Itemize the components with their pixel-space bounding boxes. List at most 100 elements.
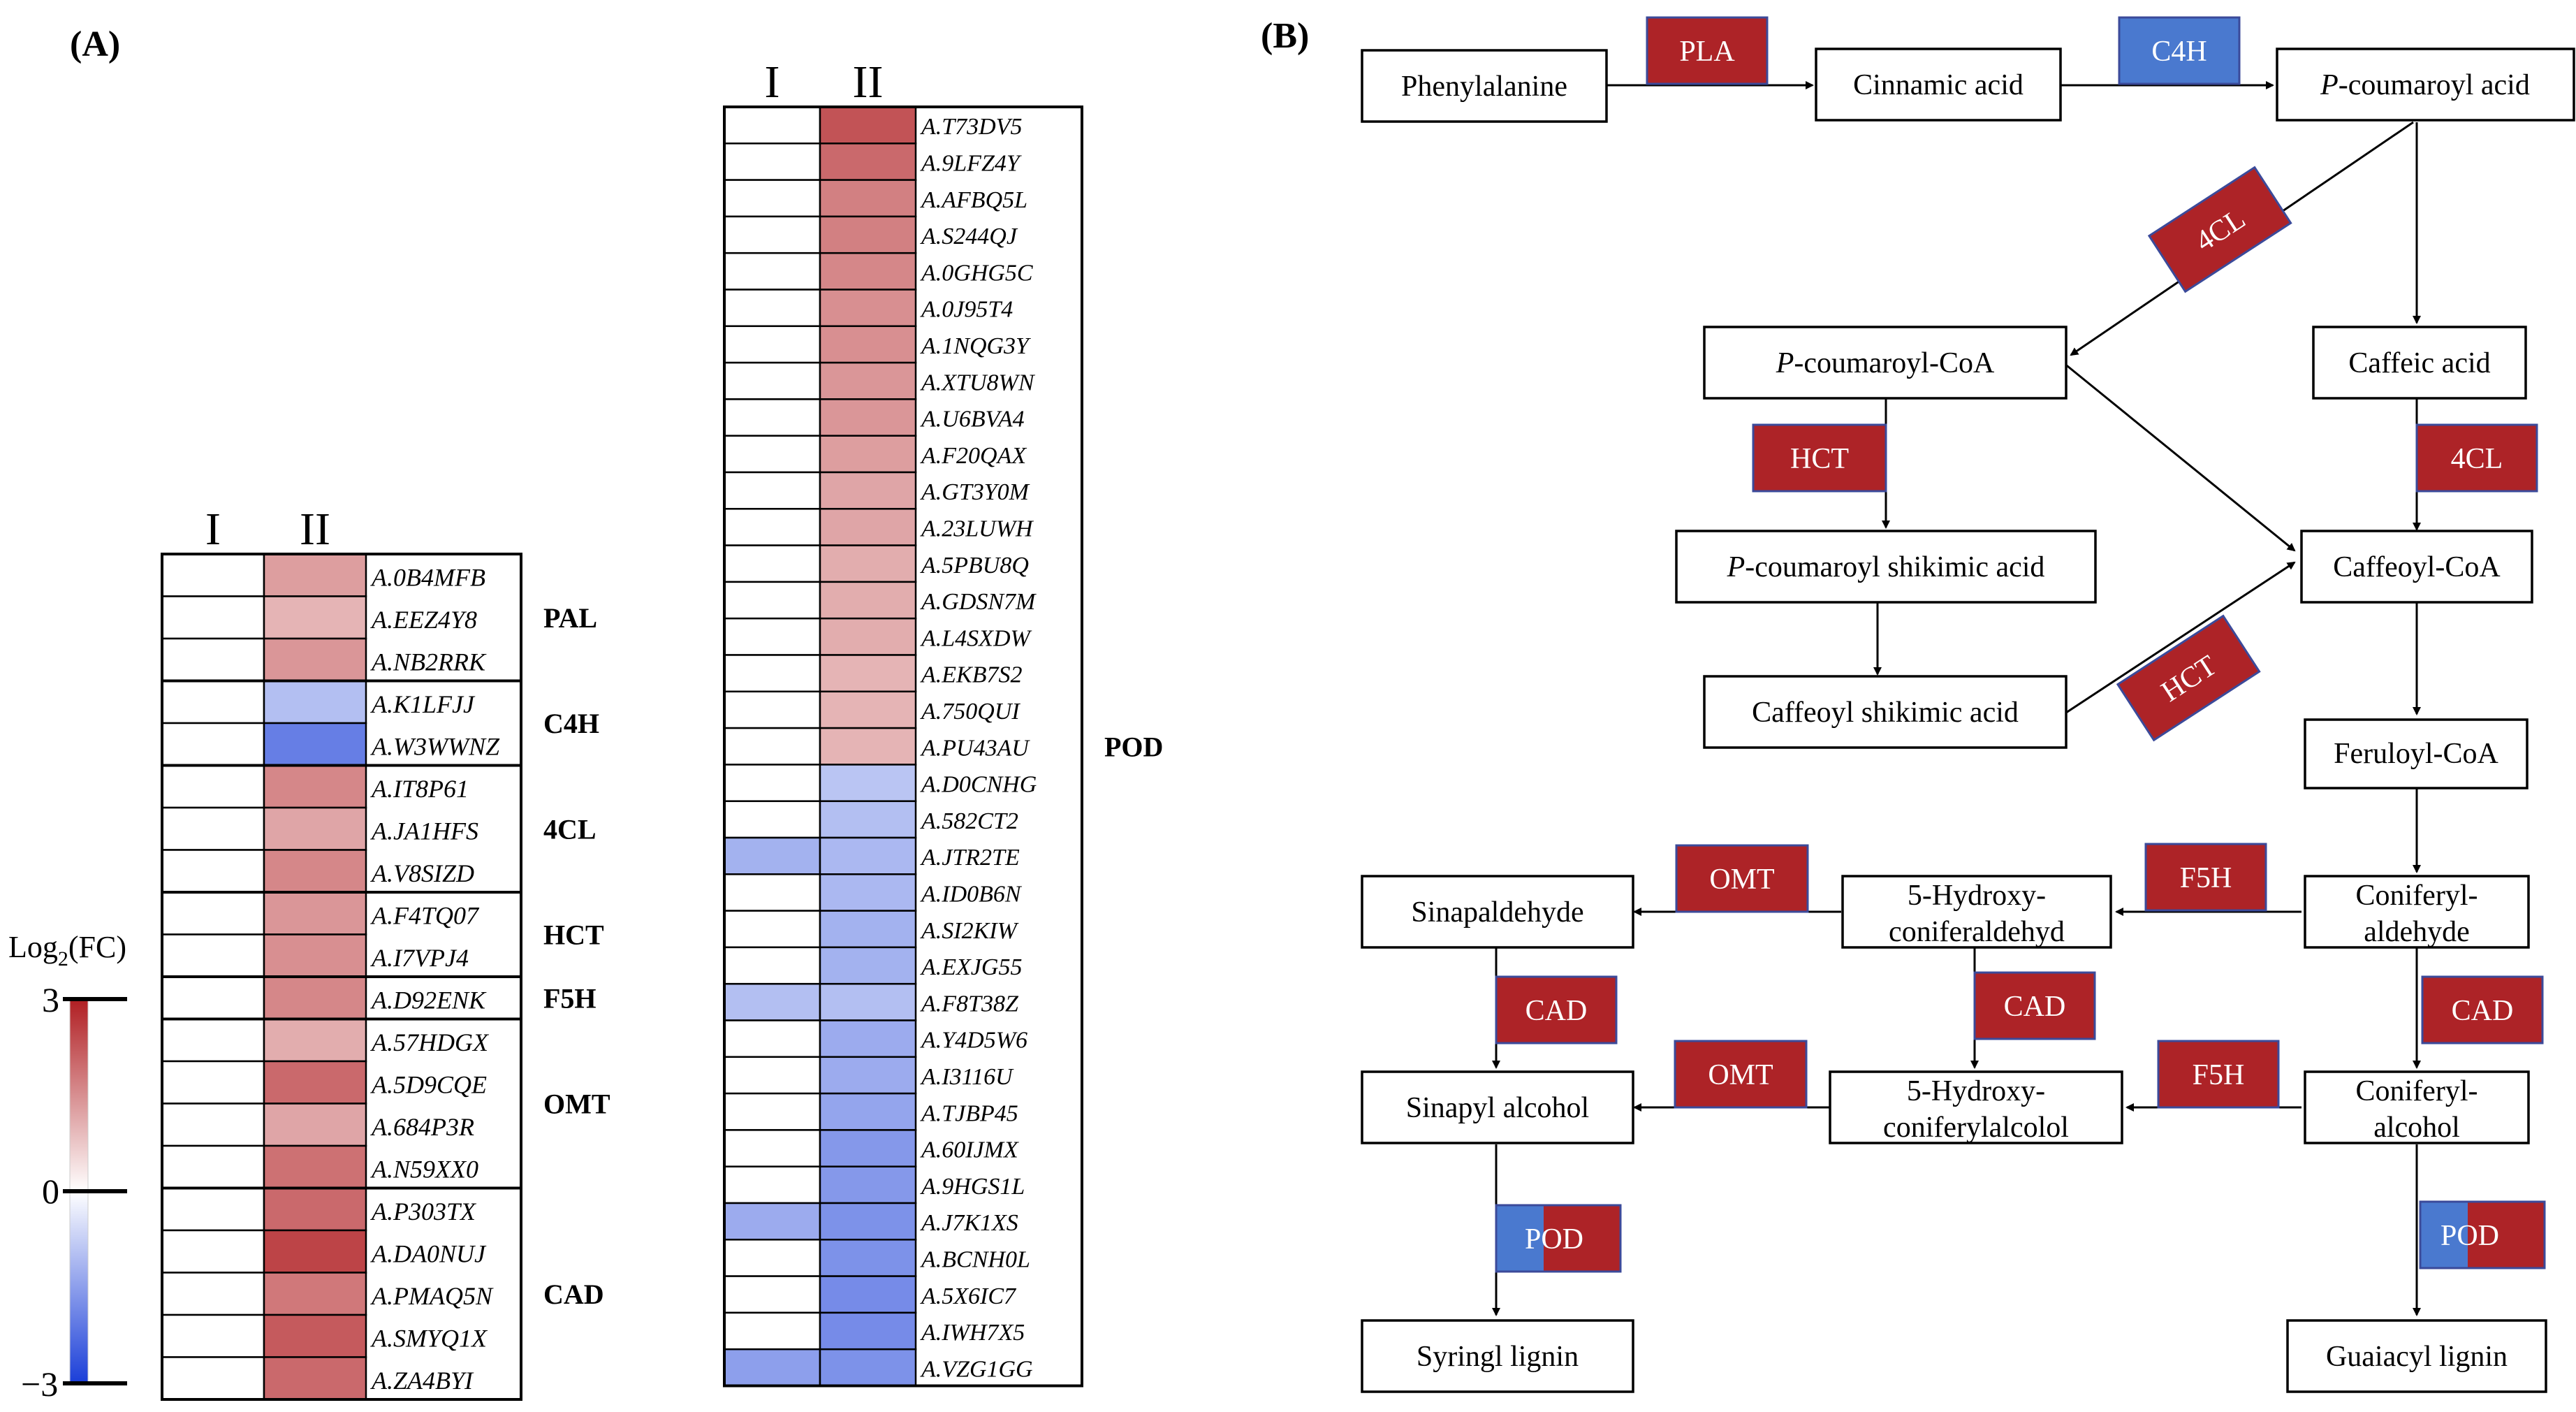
box-sinapaldehyde [1361,875,1634,949]
heatmap-cell [723,1019,821,1058]
gene-label: A.D92ENK [370,986,487,1014]
heatmap-cell [723,325,821,364]
heatmap-cell [819,143,917,181]
enzyme-box-omt-1 [1675,844,1809,913]
heatmap-cell [263,891,367,936]
group-label-pod: POD [1104,731,1163,762]
gene-label: A.I3116U [920,1064,1014,1090]
heatmap-cell [723,252,821,291]
enzyme-box-4cl-diag-group [2147,166,2292,293]
heatmap-cell [819,398,917,437]
heatmap-cell [723,471,821,510]
heatmap-cell [263,1060,367,1105]
heatmap-cell [161,1313,265,1358]
group-label-4cl: 4CL [543,813,597,845]
gene-label: A.57HDGX [370,1028,490,1056]
heatmap-cell [263,1187,367,1232]
heatmap-cell [723,946,821,985]
heatmap-cell [819,982,917,1021]
gene-label: A.JTR2TE [920,845,1020,871]
gene-label: A.9LFZ4Y [920,151,1022,177]
heatmap-cell [263,1313,367,1358]
label-guaiacyl-lignin: Guaiacyl lignin [2326,1341,2508,1373]
heatmap-cell [723,764,821,802]
enzyme-box-f5h-2 [2157,1040,2280,1109]
heatmap-cell [723,910,821,949]
heatmap-cell [723,215,821,254]
heatmap-cell [161,1102,265,1147]
gene-label: A.F8T38Z [920,991,1019,1017]
box-sinapyl-alcohol [1361,1070,1634,1144]
heatmap-cell [161,1229,265,1274]
legend-title: Log2(FC) [8,930,126,970]
heatmap-cell [819,581,917,620]
legend-mid-label: 0 [42,1172,59,1211]
heatmap-cell [723,1129,821,1167]
heatmap-cell [161,680,265,725]
heatmap-cell [723,617,821,656]
gene-label: A.BCNH0L [920,1247,1030,1273]
enzyme-label-pod-1: POD [1525,1223,1583,1255]
enzyme-label-f5h-1: F5H [2180,862,2232,894]
enzyme-box-pod-1 [1495,1204,1622,1273]
box-syringl-lignin [1361,1319,1634,1393]
group-label-f5h: F5H [543,982,597,1014]
gene-label: A.GDSN7M [920,589,1037,615]
heatmap-cell [819,1202,917,1241]
label-caffeic-acid: Caffeic acid [2348,347,2490,379]
heatmap-cell [819,1092,917,1131]
heatmap-cell [263,849,367,894]
box-p-coumaroyl-coa [1703,326,2068,400]
label-p-coumaroyl-coa: P-coumaroyl-CoA [1776,347,1995,379]
heatmap-cell [161,1356,265,1401]
gene-label: A.5D9CQE [370,1070,487,1098]
gene-label: A.F20QAX [920,443,1027,469]
heatmap-cell [723,508,821,546]
heatmap-cell [819,1129,917,1167]
box-feruloyl-coa [2304,718,2529,789]
gene-label: A.W3WWNZ [370,732,500,760]
heatmap-cell [161,1018,265,1063]
heatmap-cell [161,764,265,809]
gene-label: A.PU43AU [920,735,1030,761]
enzyme-label-omt-2: OMT [1708,1059,1773,1091]
heatmap-cell [161,595,265,640]
box-coniferyl-alcohol [2304,1070,2530,1144]
enzyme-box-cad-1 [1495,975,1618,1045]
label-p-coumaroyl-shikimic: P-coumaroyl shikimic acid [1727,551,2045,583]
box-caffeoyl-coa [2300,530,2533,604]
heatmap-cell [819,325,917,364]
enzyme-label-4cl-2: 4CL [2451,443,2503,475]
heatmap-cell [819,252,917,291]
gene-label: A.582CT2 [920,808,1018,834]
heatmap-cell [819,654,917,693]
heatmap-cell [263,1356,367,1401]
heatmap-cell [723,361,821,400]
box-caffeic-acid [2312,326,2527,400]
label-caffeoyl-coa: Caffeoyl-CoA [2333,551,2501,583]
heatmap-frame [723,105,1083,1388]
color-legend: Log2(FC) 3 0 −3 [8,930,127,1404]
gene-label: A.VZG1GG [920,1356,1033,1382]
heatmap-cell [723,1239,821,1277]
label-caffeoyl-shikimic: Caffeoyl shikimic acid [1752,697,2019,729]
label-coniferyl-alcohol-1: Coniferyl- [2356,1075,2478,1107]
enzyme-box-hct-1 [1752,423,1887,493]
label-coniferyl-alcohol-2: alcohol [2373,1112,2460,1144]
box-hydroxy-coniferaldehyd [1841,875,2112,949]
heatmap-cell [263,933,367,978]
heatmap-cell [819,435,917,474]
heatmap-cell [723,836,821,875]
heatmap-cell [723,727,821,766]
gene-label: A.K1LFJJ [370,690,476,718]
heatmap-cell [723,1202,821,1241]
gene-label: A.60IJMX [920,1137,1019,1163]
heatmap-cell [819,946,917,985]
heatmap-cell [263,1272,367,1316]
enzyme-box-pla [1646,16,1769,85]
gene-label: A.PMAQ5N [370,1282,494,1310]
box-cinnamic-acid [1815,48,2062,122]
label-phenylalanine: Phenylalanine [1401,71,1567,103]
heatmap-cell [819,289,917,328]
heatmap-cell [161,637,265,682]
